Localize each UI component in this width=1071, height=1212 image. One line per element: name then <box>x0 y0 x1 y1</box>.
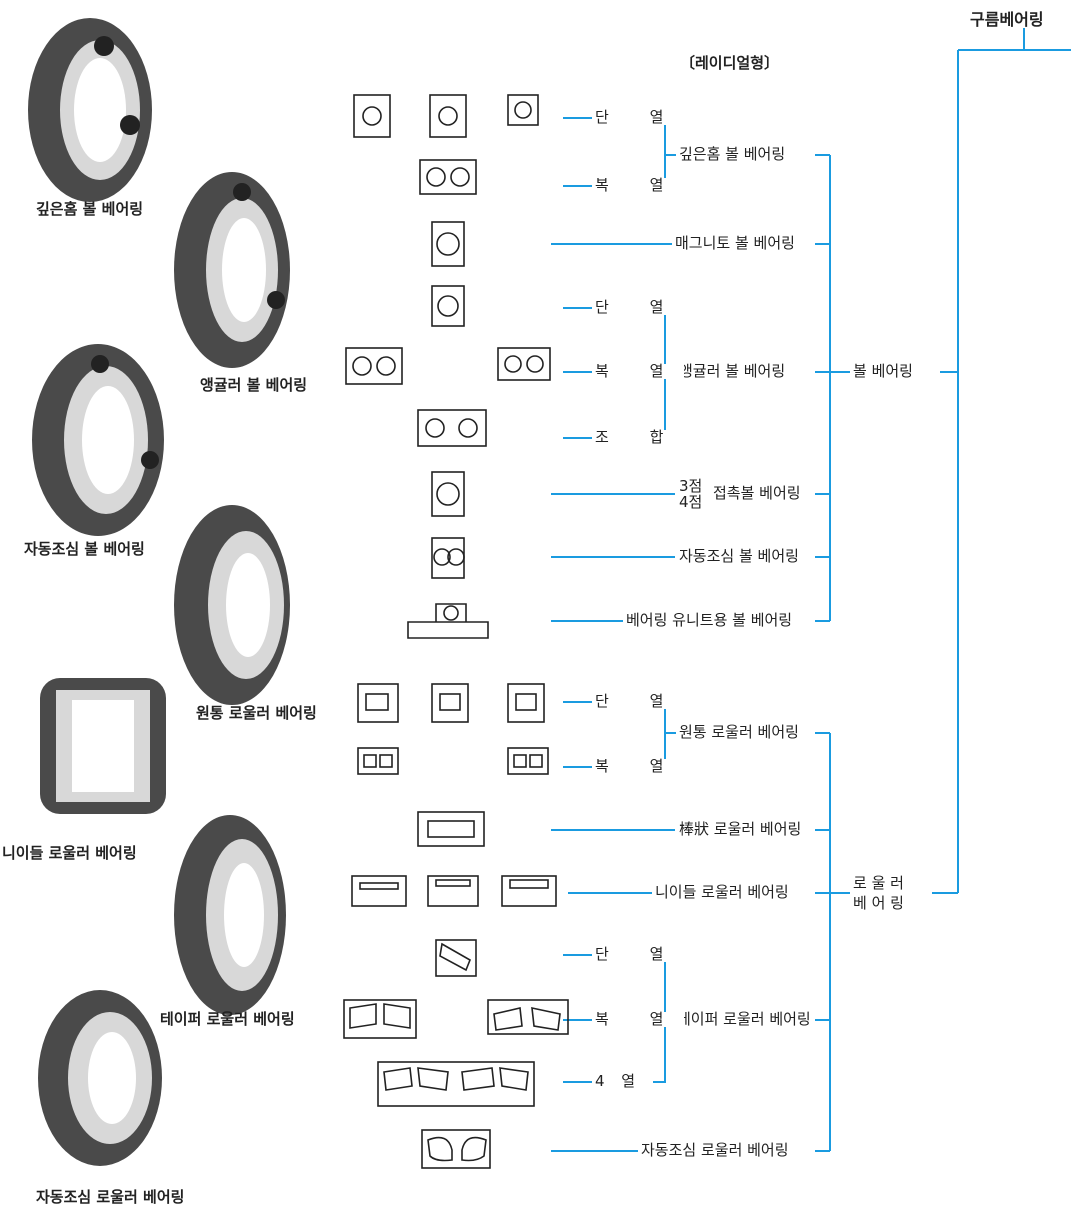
self-align-roller-icon <box>421 1129 491 1169</box>
caption-deep-groove: 깊은홈 볼 베어링 <box>36 200 144 218</box>
angular-double-icon <box>345 347 551 385</box>
caption-self-align-ball: 자동조심 볼 베어링 <box>24 540 145 558</box>
four-point-icon <box>431 471 465 517</box>
page-title: 구름베어링 <box>970 10 1044 29</box>
group-three-point: 3점 <box>679 477 703 495</box>
needle-photo <box>40 678 166 814</box>
caption-taper: 테이퍼 로울러 베어링 <box>160 1010 295 1028</box>
angular-combined-icon <box>417 409 487 447</box>
row-double-taper: 복 열 <box>592 1012 685 1027</box>
taper-double-icon <box>343 999 569 1039</box>
angular-single-icon <box>431 285 465 327</box>
caption-angular: 앵귤러 볼 베어링 <box>200 376 308 394</box>
category-roller-line2: 베 어 링 <box>850 896 907 911</box>
row-single-deep: 단 열 <box>592 110 685 125</box>
self-align-ball-photo <box>32 344 164 536</box>
needle-roller-icon <box>351 875 557 907</box>
group-rod: 棒狀 로울러 베어링 <box>676 822 805 837</box>
group-needle: 니이들 로울러 베어링 <box>652 885 792 900</box>
caption-needle: 니이들 로울러 베어링 <box>2 844 137 862</box>
group-unit-ball: 베어링 유니트용 볼 베어링 <box>623 613 796 628</box>
category-roller-line1: 로 울 러 <box>850 876 907 891</box>
cylindrical-photo <box>174 505 290 705</box>
unit-ball-icon <box>407 603 489 639</box>
self-align-roller-photo <box>38 990 162 1166</box>
row-four-taper: 4 열 <box>592 1074 645 1089</box>
cylindrical-double-icon <box>357 747 549 775</box>
category-ball: 볼 베어링 <box>850 364 916 379</box>
group-four-point: 4점 <box>679 493 703 511</box>
group-taper: 테이퍼 로울러 베어링 <box>674 1012 814 1027</box>
caption-self-align-roller: 자동조심 로울러 베어링 <box>36 1188 185 1206</box>
group-deep-groove: 깊은홈 볼 베어링 <box>676 147 789 162</box>
group-contact-ball: 접촉볼 베어링 <box>710 486 804 501</box>
row-single-taper: 단 열 <box>592 947 685 962</box>
taper-photo <box>174 815 286 1015</box>
row-combined-angular: 조 합 <box>592 430 685 445</box>
taper-single-icon <box>435 939 477 977</box>
deep-groove-photo <box>28 18 152 202</box>
caption-cylindrical: 원통 로울러 베어링 <box>196 704 317 722</box>
group-self-align-roller: 자동조심 로울러 베어링 <box>638 1143 792 1158</box>
row-double-deep: 복 열 <box>592 178 685 193</box>
angular-photo <box>174 172 290 368</box>
magneto-icon <box>431 221 465 267</box>
group-magneto: 매그니토 볼 베어링 <box>672 236 798 251</box>
row-double-angular: 복 열 <box>592 364 685 379</box>
taper-four-row-icon <box>377 1061 535 1107</box>
row-single-cyl: 단 열 <box>592 694 685 709</box>
deep-groove-double-icon <box>419 159 477 195</box>
row-double-cyl: 복 열 <box>592 759 685 774</box>
self-align-ball-icon <box>431 537 465 579</box>
rod-roller-icon <box>417 811 485 847</box>
group-angular: 앵귤러 볼 베어링 <box>676 364 789 379</box>
bearing-photos <box>28 18 290 1166</box>
group-cylindrical: 원통 로울러 베어링 <box>676 725 802 740</box>
group-self-align-ball: 자동조심 볼 베어링 <box>676 549 802 564</box>
deep-groove-single-icon <box>353 94 539 138</box>
subtitle: 〔레이디얼형〕 <box>680 54 780 72</box>
cylindrical-single-icon <box>357 683 545 723</box>
row-single-angular: 단 열 <box>592 300 685 315</box>
